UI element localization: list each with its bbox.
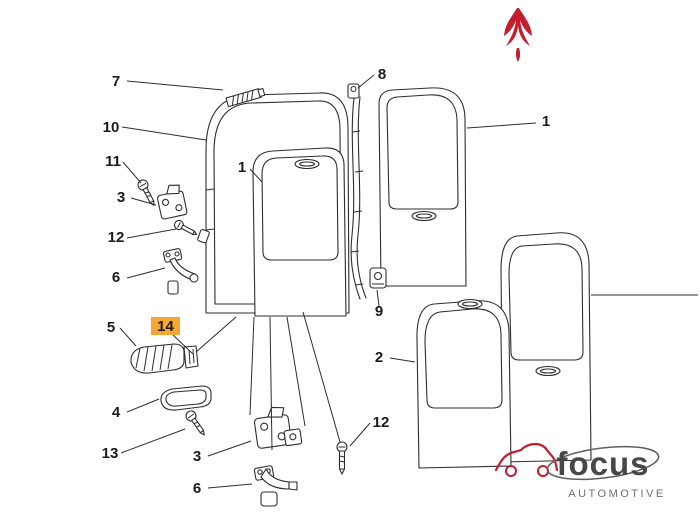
part-label-13: 13 xyxy=(102,445,119,462)
handle-gasket xyxy=(160,385,212,411)
brand-orbit-ring xyxy=(546,445,660,481)
part-label-11: 11 xyxy=(105,153,121,170)
part-label-6-upper: 6 xyxy=(112,269,120,286)
screw-11 xyxy=(137,179,155,206)
brand-car-wheel xyxy=(537,465,549,477)
bolt-sleeve xyxy=(197,229,210,244)
part-label-1-center: 1 xyxy=(238,159,246,176)
part-label-8: 8 xyxy=(378,66,386,83)
upper-hinge xyxy=(157,184,188,220)
center-door-panel xyxy=(252,147,347,317)
brand-emblem-icon xyxy=(504,8,532,62)
part-label-4: 4 xyxy=(112,404,121,421)
weatherstrip xyxy=(347,83,367,300)
part-label-1-right: 1 xyxy=(542,113,550,130)
part-label-12-lower: 12 xyxy=(373,414,390,431)
check-strap-lower xyxy=(253,465,298,507)
highlight-box-14 xyxy=(151,317,180,335)
brand-tagline: AUTOMOTIVE xyxy=(568,488,666,500)
screw-13 xyxy=(185,410,205,436)
part-label-3-upper: 3 xyxy=(117,189,125,206)
bolt-12-upper xyxy=(173,219,198,235)
part-label-2: 2 xyxy=(375,349,383,366)
lower-rear-door xyxy=(500,232,592,463)
retainer-clip xyxy=(369,267,387,289)
screw-12-lower xyxy=(336,441,348,475)
brand-car-icon xyxy=(494,442,559,472)
door-handle xyxy=(130,343,199,374)
part-label-9: 9 xyxy=(375,303,383,320)
brand-car-wheel xyxy=(505,465,517,477)
check-strap-upper xyxy=(162,248,199,295)
brand-name: focus xyxy=(556,445,649,482)
part-label-6-lower: 6 xyxy=(193,480,201,497)
part-label-3-lower: 3 xyxy=(193,448,201,465)
part-label-10: 10 xyxy=(103,119,120,136)
sill-strip xyxy=(225,87,266,108)
part-label-7: 7 xyxy=(112,73,120,90)
part-labels: 7 10 1 11 3 12 6 5 14 4 13 3 6 8 1 9 2 1… xyxy=(102,66,551,497)
leader-lines xyxy=(119,74,698,489)
part-label-12-upper: 12 xyxy=(108,229,125,246)
part-label-14: 14 xyxy=(157,318,174,335)
part-label-5: 5 xyxy=(107,319,115,336)
right-door-panel xyxy=(378,87,467,287)
lower-hinge xyxy=(253,406,303,449)
lower-front-door xyxy=(416,298,512,469)
brand-logo: focus AUTOMOTIVE xyxy=(494,442,666,500)
